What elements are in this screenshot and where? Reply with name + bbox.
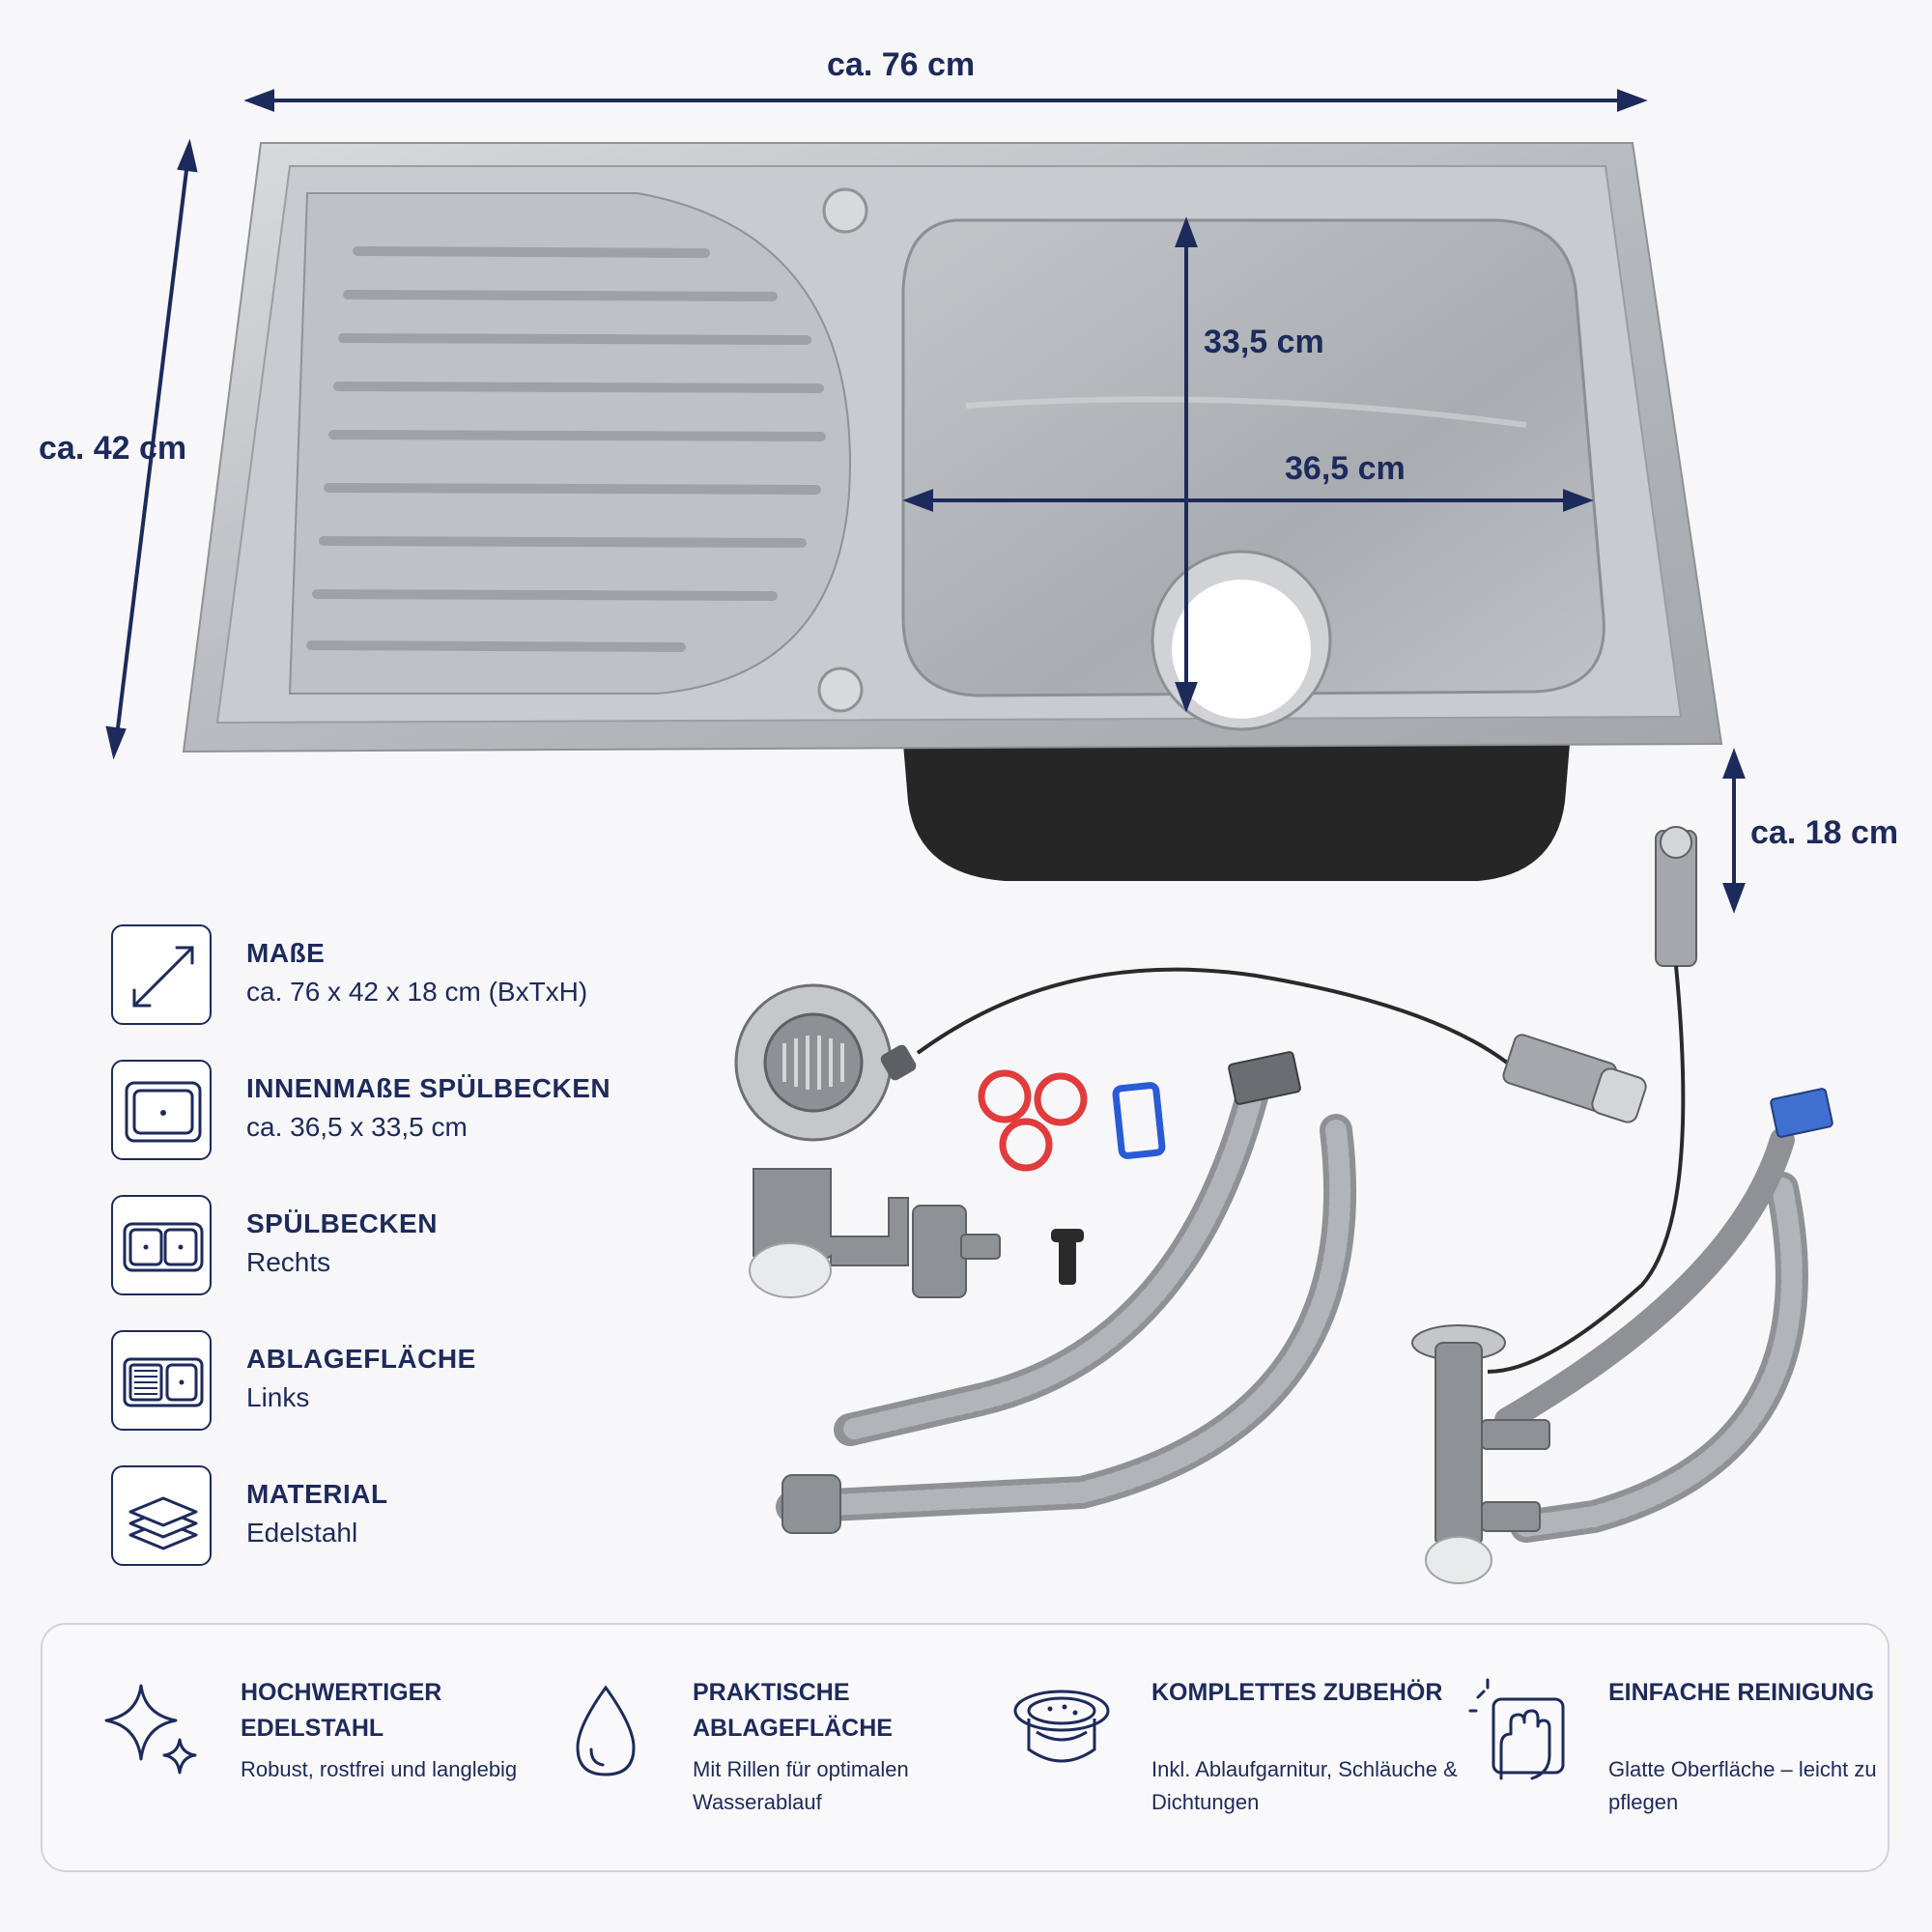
- spec-basin-side: SPÜLBECKEN Rechts: [111, 1195, 787, 1301]
- height-dimension-label: ca. 18 cm: [1750, 814, 1899, 851]
- drainboard-grooves: [306, 246, 826, 652]
- feature-title: KOMPLETTES ZUBEHÖR: [1151, 1679, 1443, 1706]
- spec-title: ABLAGEFLÄCHE: [246, 1344, 476, 1374]
- trap-parts: [749, 1168, 1084, 1298]
- dimension-arrows: [105, 89, 1746, 914]
- feature-title: PRAKTISCHE ABLAGEFLÄCHE: [693, 1679, 893, 1742]
- sink-basin: [901, 218, 1605, 697]
- feature-description: Robust, rostfrei und langlebig: [241, 1757, 518, 1781]
- dimensions-icon: [111, 924, 212, 1025]
- overflow-connector-2: [1655, 826, 1697, 967]
- spec-title: INNENMAßE SPÜLBECKEN: [246, 1073, 611, 1103]
- double-basin-icon: [111, 1195, 212, 1295]
- drainboard-icon: [111, 1330, 212, 1431]
- sparkle-icon: [100, 1678, 207, 1784]
- spec-value: Links: [246, 1382, 310, 1412]
- spec-inner-dimensions: INNENMAßE SPÜLBECKEN ca. 36,5 x 33,5 cm: [111, 1060, 787, 1166]
- sink-illustration: [105, 89, 1833, 1584]
- depth-dimension-label: ca. 42 cm: [39, 430, 187, 467]
- drain-assembly: [1411, 1324, 1550, 1584]
- gasket: [1112, 1082, 1166, 1159]
- basin-icon: [111, 1060, 212, 1160]
- spec-value: Rechts: [246, 1247, 331, 1277]
- spec-value: ca. 36,5 x 33,5 cm: [246, 1112, 468, 1142]
- feature-description: Glatte Oberfläche – leicht zu pflegen: [1608, 1757, 1877, 1814]
- strainer-basket: [734, 983, 917, 1142]
- feature-title: EINFACHE REINIGUNG: [1608, 1679, 1875, 1706]
- spec-value: Edelstahl: [246, 1518, 358, 1548]
- feature-steel: HOCHWERTIGER EDELSTAHL Robust, rostfrei …: [100, 1625, 545, 1870]
- feature-description: Inkl. Ablaufgarnitur, Schläuche & Dichtu…: [1151, 1757, 1458, 1814]
- layers-icon: [111, 1465, 212, 1566]
- spec-title: SPÜLBECKEN: [246, 1208, 438, 1238]
- feature-drainboard: PRAKTISCHE ABLAGEFLÄCHE Mit Rillen für o…: [553, 1625, 997, 1870]
- bowl-depth-label: 33,5 cm: [1204, 324, 1324, 360]
- drainboard: [288, 192, 852, 695]
- spec-drainboard-side: ABLAGEFLÄCHE Links: [111, 1330, 787, 1436]
- bowl-underside: [903, 744, 1570, 881]
- spec-title: MAßE: [246, 938, 326, 968]
- overflow-connector: [1502, 1034, 1647, 1123]
- spec-material: MATERIAL Edelstahl: [111, 1465, 787, 1572]
- cleaning-hand-icon: [1468, 1678, 1575, 1784]
- spec-dimensions: MAßE ca. 76 x 42 x 18 cm (BxTxH): [111, 924, 787, 1031]
- bowl-width-label: 36,5 cm: [1285, 450, 1406, 487]
- features-panel: HOCHWERTIGER EDELSTAHL Robust, rostfrei …: [41, 1623, 1889, 1872]
- feature-accessories: KOMPLETTES ZUBEHÖR Inkl. Ablaufgarnitur,…: [1011, 1625, 1458, 1870]
- feature-title: HOCHWERTIGER EDELSTAHL: [241, 1679, 442, 1742]
- seal-rings: [978, 1069, 1088, 1172]
- feature-description: Mit Rillen für optimalen Wasserablauf: [693, 1757, 909, 1814]
- drain-strainer-icon: [1011, 1678, 1118, 1784]
- width-dimension-label: ca. 76 cm: [827, 46, 976, 83]
- hoses: [776, 1065, 1808, 1543]
- feature-cleaning: EINFACHE REINIGUNG Glatte Oberfläche – l…: [1468, 1625, 1913, 1870]
- spec-title: MATERIAL: [246, 1479, 388, 1509]
- water-drop-icon: [553, 1678, 659, 1784]
- spec-value: ca. 76 x 42 x 18 cm (BxTxH): [246, 977, 588, 1007]
